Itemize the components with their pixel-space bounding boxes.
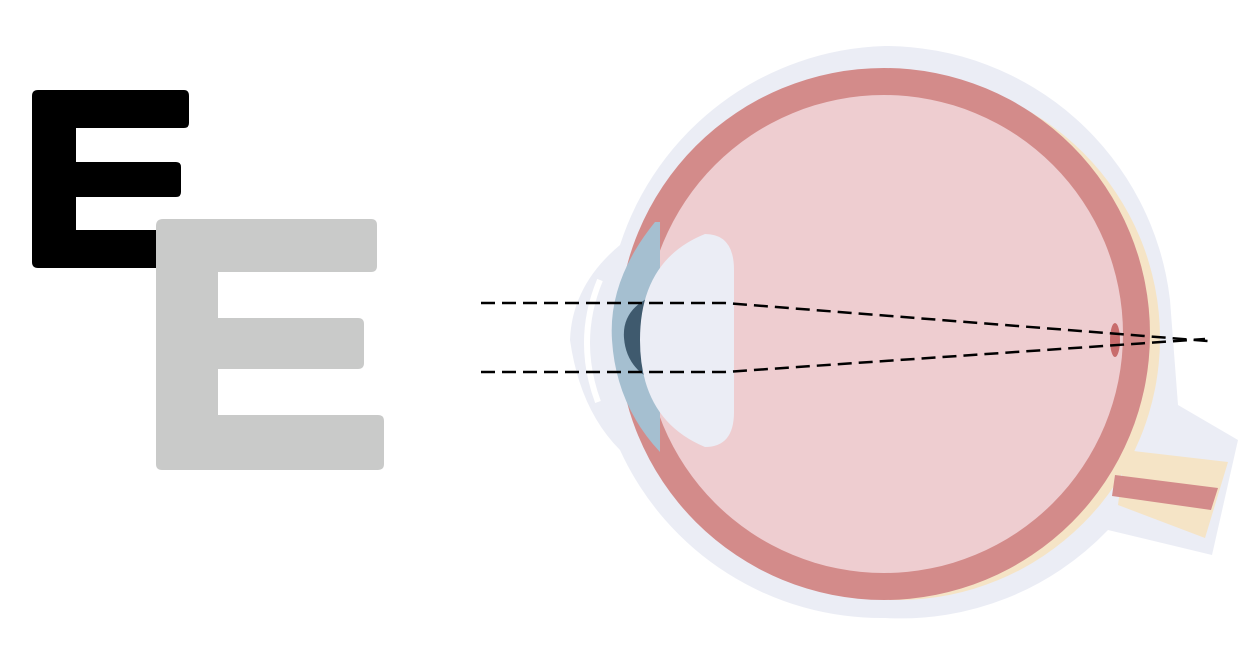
cornea	[584, 278, 603, 404]
letter-e-blurred	[156, 219, 384, 470]
eye-cross-section	[570, 46, 1238, 619]
letter-e-blurred-shape	[156, 219, 384, 470]
optic-nerve	[1112, 475, 1218, 510]
light-ray-lower	[481, 337, 1206, 374]
lens	[640, 234, 734, 447]
vitreous-body	[645, 95, 1123, 573]
light-rays	[481, 301, 1209, 374]
fovea	[1110, 323, 1120, 357]
letter-e-sharp	[32, 90, 189, 268]
light-ray-upper	[481, 301, 1209, 343]
letter-e-sharp-shape	[32, 90, 189, 268]
